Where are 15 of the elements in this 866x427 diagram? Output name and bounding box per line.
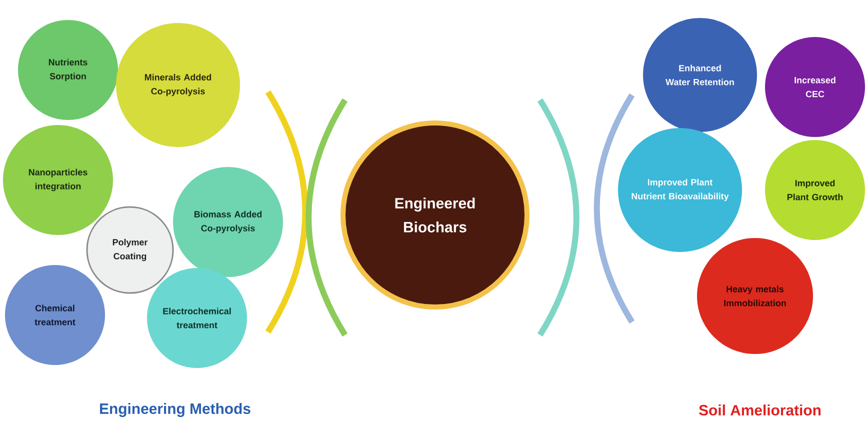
circle-node: Nanoparticles integration — [3, 125, 113, 235]
circle-node: Enhanced Water Retention — [643, 18, 757, 132]
circle-node: Increased CEC — [765, 37, 865, 137]
section-heading: Engineering Methods — [100, 403, 250, 417]
circle-node: Improved Plant Nutrient Bioavailability — [618, 128, 742, 252]
circle-node: Improved Plant Growth — [765, 140, 865, 240]
circle-node: Biomass Added Co-pyrolysis — [173, 167, 283, 277]
section-heading: Soil Amelioration — [699, 404, 821, 416]
circle-node: Engineered Biochars — [340, 120, 530, 310]
circle-node: Nutrients Sorption — [18, 20, 118, 120]
circle-node: Polymer Coating — [86, 206, 174, 294]
circle-node: Heavy metals Immobilization — [697, 238, 813, 354]
circle-node: Electrochemical treatment — [147, 268, 247, 368]
circle-node: Minerals Added Co-pyrolysis — [116, 23, 240, 147]
circle-node: Chemical treatment — [5, 265, 105, 365]
